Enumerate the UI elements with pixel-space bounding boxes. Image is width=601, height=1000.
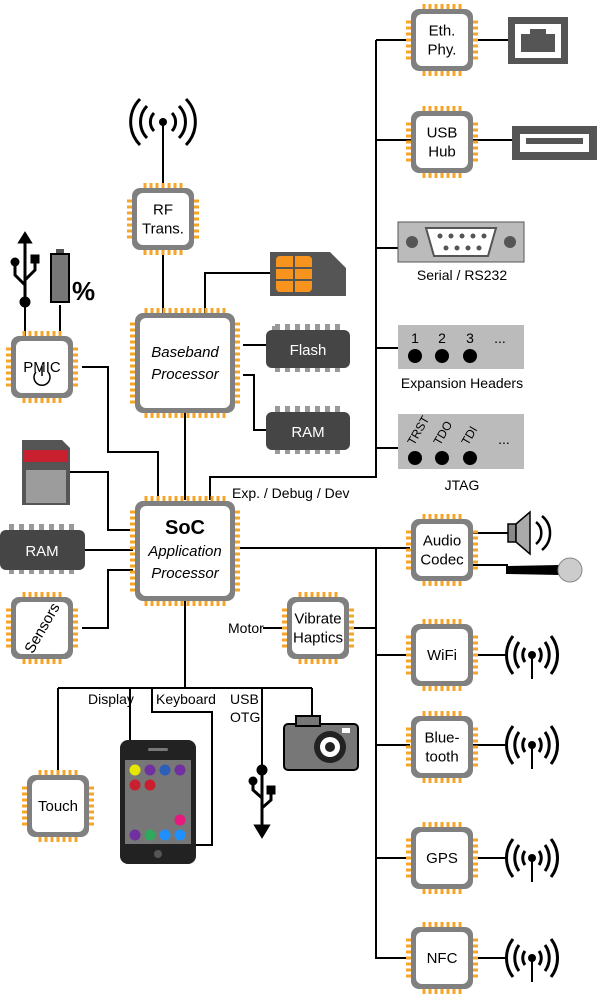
vibrate-haptics-chip-label-1: Vibrate <box>294 611 341 628</box>
gps-chip-label-1: GPS <box>426 850 458 867</box>
bluetooth-chip: Blue-tooth <box>406 711 478 783</box>
usb-icon <box>248 764 276 839</box>
display-label: Display <box>88 691 134 707</box>
soc-chip-label-2: Application <box>147 543 221 560</box>
serial-port-icon <box>397 221 525 263</box>
microphone-icon <box>506 557 583 583</box>
bluetooth-chip-label-2: tooth <box>425 749 458 766</box>
jtag-pin-more: ... <box>498 431 510 447</box>
audio-codec-chip-label-2: Codec <box>420 552 464 569</box>
serial-label: Serial / RS232 <box>417 267 507 283</box>
header-num-2: 2 <box>438 330 446 346</box>
percent-label: % <box>72 276 95 306</box>
app-icon <box>144 764 156 776</box>
vibrate-haptics-chip-label-2: Haptics <box>293 630 343 647</box>
jtag-connector: TRST TDO TDI ... <box>398 413 524 469</box>
app-icon <box>159 829 171 841</box>
keyboard-label: Keyboard <box>156 691 216 707</box>
chip-layer: RFTrans.BasebandProcessorPMICSoCApplicat… <box>6 4 478 994</box>
usb-otg-label-2: OTG <box>230 709 260 725</box>
bluetooth-chip-label-1: Blue- <box>424 730 459 747</box>
wifi-chip-label-1: WiFi <box>427 647 457 664</box>
app-icon <box>144 829 156 841</box>
gps-chip: GPS <box>406 822 478 894</box>
header-num-1: 1 <box>411 330 419 346</box>
header-num-3: 3 <box>466 330 474 346</box>
app-icon <box>174 814 186 826</box>
expansion-headers: 1 2 3 ... <box>398 325 524 369</box>
nfc-chip-label-1: NFC <box>427 950 458 967</box>
usb-hub-chip-label-2: Hub <box>428 144 456 161</box>
speaker-icon <box>507 510 552 556</box>
touch-chip-label-1: Touch <box>38 798 78 815</box>
flash-memory: Flash <box>266 324 350 372</box>
sd-card-icon <box>22 440 70 505</box>
soc-chip-label-3: Processor <box>151 565 220 582</box>
usb-otg-label-1: USB <box>230 691 259 707</box>
soc-chip-label-1: SoC <box>165 517 205 539</box>
jtag-label: JTAG <box>445 477 480 493</box>
camera-icon <box>283 715 359 771</box>
antenna-icon <box>505 725 559 769</box>
app-icon <box>174 829 186 841</box>
app-icon <box>129 764 141 776</box>
audio-codec-chip-label-1: Audio <box>423 533 461 550</box>
header-num-more: ... <box>494 330 506 346</box>
nfc-chip: NFC <box>406 922 478 994</box>
motor-label: Motor <box>228 620 264 636</box>
app-icon <box>129 829 141 841</box>
expansion-label: Expansion Headers <box>401 375 523 391</box>
ethernet-port-icon <box>508 17 568 64</box>
ram-soc: RAM <box>0 524 85 574</box>
sim-card-icon <box>270 252 346 296</box>
antenna-icon <box>129 97 197 150</box>
ethernet-phy-chip-label-1: Eth. <box>429 23 456 40</box>
usb-port-icon <box>512 126 597 160</box>
app-icon <box>174 764 186 776</box>
app-icon <box>129 779 141 791</box>
baseband-processor-chip-label-2: Processor <box>151 366 220 383</box>
touch-chip: Touch <box>22 770 94 842</box>
rf-transceiver-chip: RF Trans. <box>127 183 199 255</box>
battery-icon <box>50 249 70 303</box>
rf-transceiver-chip-label-2: Trans. <box>142 221 184 238</box>
usb-icon <box>10 231 40 308</box>
ethernet-phy-chip: Eth. Phy. <box>406 4 478 76</box>
ethernet-phy-chip-label-2: Phy. <box>428 42 457 59</box>
usb-hub-chip: USB Hub <box>406 106 478 178</box>
flash-label: Flash <box>290 342 327 359</box>
ram-baseband: RAM <box>266 406 350 454</box>
sensors-chip: Sensors <box>6 592 78 664</box>
antenna-icon <box>505 635 559 679</box>
antenna-icon <box>505 838 559 882</box>
exp-debug-label: Exp. / Debug / Dev <box>232 485 350 501</box>
baseband-processor-chip-label-1: Baseband <box>151 344 219 361</box>
usb-hub-chip-label-1: USB <box>427 125 458 142</box>
power-icon <box>33 366 51 387</box>
app-icon <box>144 779 156 791</box>
antenna-icon <box>505 938 559 982</box>
ram-baseband-label: RAM <box>291 424 324 441</box>
phone-icon <box>120 740 196 864</box>
rf-transceiver-chip-label-1: RF <box>153 202 173 219</box>
wifi-chip: WiFi <box>406 619 478 691</box>
ram-soc-label: RAM <box>25 543 58 560</box>
app-icon <box>159 764 171 776</box>
